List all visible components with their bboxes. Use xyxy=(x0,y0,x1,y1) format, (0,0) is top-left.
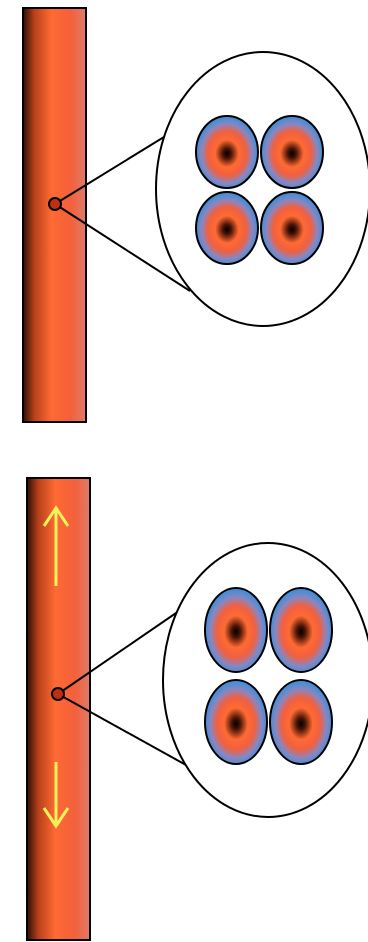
fiber-bottom-right xyxy=(270,680,332,764)
fiber-bottom-left xyxy=(196,192,258,264)
fiber-top-left xyxy=(196,116,258,188)
fiber-bottom-right xyxy=(261,192,323,264)
fiber-top-left xyxy=(205,588,267,672)
magnified-circle xyxy=(156,52,368,326)
zoom-point xyxy=(52,688,64,700)
muscle-rod xyxy=(27,478,90,940)
zoom-point xyxy=(49,198,61,210)
fiber-bottom-left xyxy=(205,680,267,764)
magnified-circle xyxy=(163,543,368,817)
panel-relaxed xyxy=(23,8,368,422)
panel-stretched xyxy=(27,478,368,940)
muscle-rod xyxy=(23,8,86,422)
fiber-top-right xyxy=(270,588,332,672)
fiber-top-right xyxy=(261,116,323,188)
